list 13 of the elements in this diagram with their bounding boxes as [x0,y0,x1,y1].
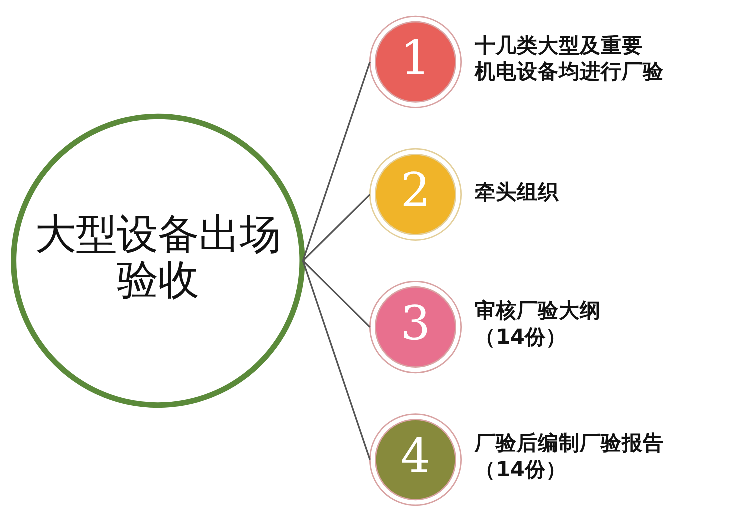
node-circle: 4 [369,413,462,506]
node-label: 审核厂验大纲（14份） [475,298,602,348]
node-circle: 大型设备出场验收 [11,113,306,408]
node-circle: 2 [369,148,462,240]
node-label: 十几类大型及重要机电设备均进行厂验 [475,32,664,84]
node-label: 牵头组织 [475,179,560,204]
node-circle: 3 [369,280,462,374]
node-label: 厂验后编制厂验报告（14份） [475,430,664,481]
node-circle: 1 [369,15,462,108]
connector [302,61,371,261]
connector [302,260,371,328]
connector [302,194,371,262]
connector [302,260,371,460]
